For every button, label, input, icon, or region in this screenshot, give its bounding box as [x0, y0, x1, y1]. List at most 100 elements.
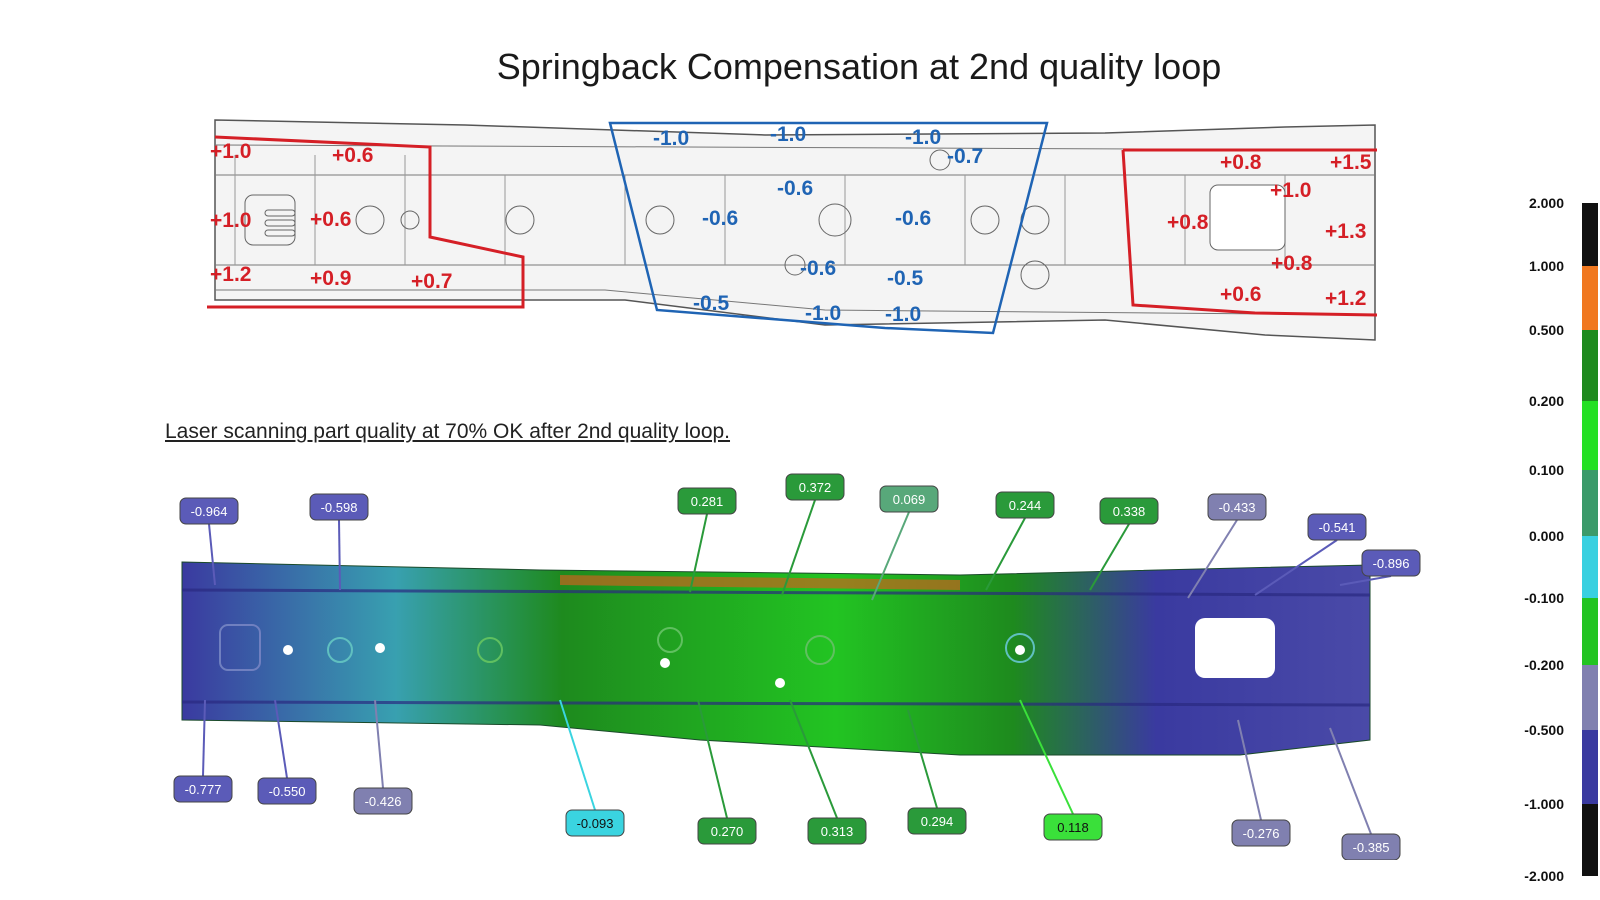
legend-color-band	[1582, 470, 1598, 536]
comp-label: -1.0	[653, 127, 689, 150]
comp-label: -1.0	[885, 303, 921, 326]
callout-leader	[1089, 523, 1130, 591]
scan-caption: Laser scanning part quality at 70% OK af…	[165, 420, 731, 443]
comp-label: -0.6	[800, 257, 836, 280]
callout-box	[179, 497, 239, 525]
compensation-drawing: +1.0 +0.6 +1.0 +0.6 +1.2 +0.9 +0.7 -1.0 …	[207, 119, 1378, 341]
callout-value: 0.069	[893, 492, 926, 507]
callout-value: 0.294	[921, 814, 954, 829]
callout-value: -0.550	[269, 784, 306, 799]
callout-leader	[789, 699, 838, 819]
callout-box	[995, 491, 1055, 519]
callout-leader	[781, 499, 816, 596]
callout-box	[879, 485, 939, 513]
callout-box	[565, 809, 625, 837]
comp-label: +0.8	[1167, 211, 1209, 234]
scanned-part	[181, 561, 1371, 756]
legend-tick-label: 0.000	[1528, 528, 1564, 544]
comp-label: -1.0	[905, 126, 941, 149]
legend-color-band	[1582, 730, 1598, 804]
callout-box	[677, 487, 737, 515]
legend-color-band	[1582, 804, 1598, 876]
callout-box	[257, 777, 317, 805]
callout-leader	[871, 511, 910, 601]
comp-label: -0.6	[702, 207, 738, 230]
callout-leader	[697, 699, 728, 819]
comp-label: +0.6	[1220, 283, 1261, 306]
callout-leader	[907, 709, 938, 809]
comp-label: +1.5	[1330, 151, 1372, 174]
blue-region	[608, 121, 1049, 335]
legend-tick-label: 0.500	[1528, 322, 1564, 338]
callout-value: 0.270	[711, 824, 744, 839]
comp-label: +1.0	[1270, 179, 1311, 202]
legend-tick-label: -2.000	[1524, 868, 1564, 884]
callout-leader	[274, 699, 288, 779]
legend-color-band	[1582, 203, 1598, 266]
callout-box	[309, 493, 369, 521]
callout-box	[173, 775, 233, 803]
red-region-left	[207, 135, 525, 309]
callout-value: 0.338	[1113, 504, 1146, 519]
callout-value: 0.281	[691, 494, 724, 509]
legend-tick-label: 0.100	[1528, 462, 1564, 478]
callout-leader	[374, 699, 384, 789]
page-title: Springback Compensation at 2nd quality l…	[496, 46, 1222, 87]
callout-leader	[985, 517, 1026, 591]
callout-leader	[1187, 519, 1238, 599]
callout-value: -0.598	[321, 500, 358, 515]
callout-value: -0.433	[1219, 500, 1256, 515]
comp-label: -0.6	[895, 207, 931, 230]
callout-box	[1341, 833, 1401, 860]
callout-box	[353, 787, 413, 815]
comp-label: +1.0	[210, 209, 251, 232]
comp-label: +0.7	[411, 270, 452, 293]
callout-value: -0.896	[1373, 556, 1410, 571]
legend-tick-label: -0.200	[1524, 657, 1564, 673]
comp-label: -0.5	[887, 267, 924, 290]
comp-label: +1.2	[210, 263, 251, 286]
comp-label: +0.8	[1220, 151, 1262, 174]
callout-leader	[1019, 699, 1074, 815]
legend-tick-label: 2.000	[1528, 195, 1564, 211]
comp-label: +1.0	[210, 140, 251, 163]
legend-tick-label: 0.200	[1528, 393, 1564, 409]
callout-box	[1361, 549, 1421, 577]
callout-value: 0.118	[1057, 820, 1089, 835]
callout-value: -0.426	[365, 794, 402, 809]
legend-tick-label: -1.000	[1524, 796, 1564, 812]
comp-label: +1.2	[1325, 287, 1366, 310]
callout-box	[1043, 813, 1103, 841]
comp-label: +0.6	[310, 208, 351, 231]
callout-box	[907, 807, 967, 835]
callout-leader	[689, 513, 708, 593]
callout-leader	[1254, 539, 1338, 596]
callout-leader	[1237, 719, 1262, 821]
comp-label: -0.7	[947, 145, 983, 168]
callout-value: -0.541	[1319, 520, 1356, 535]
callout-value: -0.964	[191, 504, 228, 519]
legend-color-band	[1582, 330, 1598, 401]
comp-label: +0.8	[1271, 252, 1313, 275]
comp-label: +0.9	[310, 267, 351, 290]
callout-value: -0.093	[577, 816, 614, 831]
callout-box	[1307, 513, 1367, 541]
callout-box	[785, 473, 845, 501]
callout-leader	[338, 519, 341, 591]
callout-leader	[1339, 575, 1392, 586]
callout-value: -0.385	[1353, 840, 1390, 855]
callout-box	[807, 817, 867, 845]
comp-label: -1.0	[805, 302, 841, 325]
red-region-right	[1121, 148, 1378, 317]
legend-color-band	[1582, 598, 1598, 665]
comp-label: -0.5	[693, 292, 730, 315]
callout-value: 0.313	[821, 824, 854, 839]
callout-box	[697, 817, 757, 845]
callout-box	[1099, 497, 1159, 525]
legend-tick-label: 1.000	[1528, 258, 1564, 274]
comp-label: +0.6	[332, 144, 373, 167]
callout-box	[1207, 493, 1267, 521]
legend-color-band	[1582, 665, 1598, 730]
